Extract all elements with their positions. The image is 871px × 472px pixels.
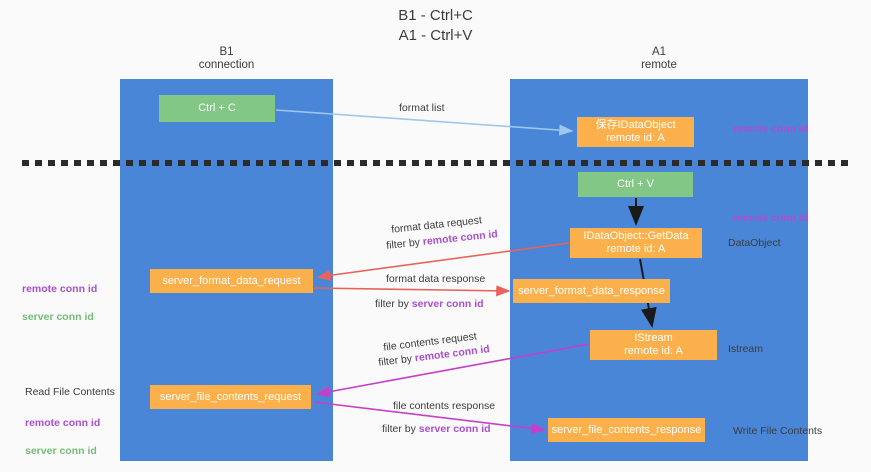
node-istream[interactable]: IStream remote id: A xyxy=(590,330,717,360)
edge-label-format-data-response-filter: filter by server conn id xyxy=(375,297,484,311)
diagram-title: B1 - Ctrl+C A1 - Ctrl+V xyxy=(398,7,473,44)
annotation-left-conn-ids-mid: remote conn id server conn id xyxy=(22,268,97,338)
node-save-idataobject-remote-id: remote id: A xyxy=(606,132,665,144)
filter-prefix: filter by xyxy=(385,236,424,252)
annotation-dataobject: DataObject xyxy=(728,237,781,249)
edge-file-contents-request xyxy=(315,343,590,398)
node-server-format-data-request[interactable]: server_format_data_request xyxy=(150,269,313,293)
node-istream-label: IStream xyxy=(634,332,673,344)
node-idataobject-getdata-remote-id: remote id: A xyxy=(606,243,666,255)
annotation-remote-conn-id-mid: remote conn id xyxy=(733,212,809,224)
filter-prefix: filter by xyxy=(382,423,419,435)
filter-prefix: filter by xyxy=(375,298,412,310)
annotation-left-remote-conn-id-mid: remote conn id xyxy=(22,283,98,295)
annotation-left-conn-ids-bottom: remote conn id server conn id xyxy=(25,402,100,472)
swimlane-b1-heading: B1 connection xyxy=(198,46,255,71)
node-ctrl-c[interactable]: Ctrl + C xyxy=(159,95,275,122)
node-save-idataobject-label: 保存IDataObject xyxy=(595,119,676,131)
node-idataobject-getdata-label: IDataObject::GetData xyxy=(583,230,689,242)
node-ctrl-c-label: Ctrl + C xyxy=(198,102,236,114)
edge-format-list xyxy=(275,109,574,136)
node-server-file-contents-response-label: server_file_contents_response xyxy=(551,423,702,436)
node-ctrl-v-label: Ctrl + V xyxy=(617,178,654,190)
node-server-format-data-request-label: server_format_data_request xyxy=(162,274,301,287)
edge-label-format-data-response: format data response xyxy=(386,273,486,285)
annotation-left-server-conn-id-mid: server conn id xyxy=(22,311,94,323)
edge-label-file-contents-response-filter: filter by server conn id xyxy=(382,422,491,436)
edge-format-data-response xyxy=(313,285,511,297)
node-server-format-data-response[interactable]: server_format_data_response xyxy=(513,279,670,303)
edge-label-file-contents-response: file contents response xyxy=(393,400,496,412)
annotation-left-server-conn-id-bottom: server conn id xyxy=(25,445,97,457)
swimlane-a1-heading: A1 remote xyxy=(641,46,677,71)
annotation-write-file-contents: Write File Contents xyxy=(733,425,823,437)
annotation-istream: Istream xyxy=(728,343,764,355)
node-server-file-contents-response[interactable]: server_file_contents_response xyxy=(548,418,705,442)
filter-key-server-conn-id: server conn id xyxy=(418,423,491,435)
annotation-read-file-contents: Read File Contents xyxy=(25,386,115,398)
annotation-left-remote-conn-id-bottom: remote conn id xyxy=(25,417,101,429)
node-ctrl-v[interactable]: Ctrl + V xyxy=(578,172,693,197)
filter-key-server-conn-id: server conn id xyxy=(411,298,484,310)
edge-file-contents-response xyxy=(313,401,546,435)
annotation-remote-conn-id-top: remote conn id xyxy=(733,123,809,135)
edge-label-format-list: format list xyxy=(399,102,445,114)
node-server-format-data-response-label: server_format_data_response xyxy=(518,284,665,297)
phase-divider xyxy=(22,160,850,166)
node-server-file-contents-request-label: server_file_contents_request xyxy=(159,390,302,403)
node-istream-remote-id: remote id: A xyxy=(624,345,683,357)
edge-format-data-request xyxy=(316,242,570,281)
node-save-idataobject[interactable]: 保存IDataObject remote id: A xyxy=(577,117,694,147)
node-idataobject-getdata[interactable]: IDataObject::GetData remote id: A xyxy=(570,228,702,258)
node-server-file-contents-request[interactable]: server_file_contents_request xyxy=(150,385,311,409)
